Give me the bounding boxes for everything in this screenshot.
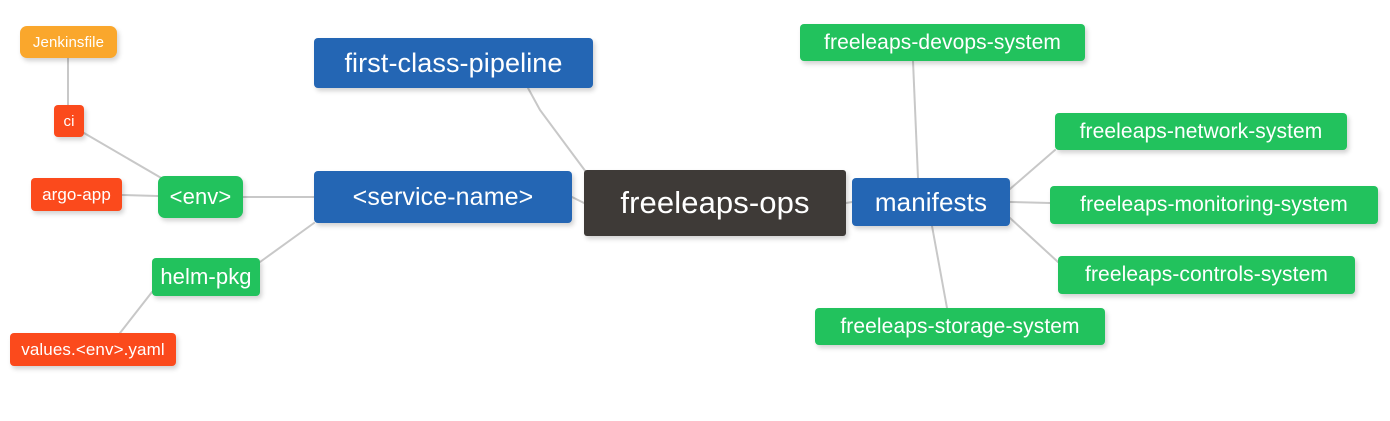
node-freeleaps-controls-system[interactable]: freeleaps-controls-system [1058, 256, 1355, 294]
node-ci[interactable]: ci [54, 105, 84, 137]
edge-helm-pkg-to-values-env-yaml [119, 291, 153, 334]
node-label: ci [63, 112, 75, 130]
node-env[interactable]: <env> [158, 176, 243, 218]
node-freeleaps-monitoring-system[interactable]: freeleaps-monitoring-system [1050, 186, 1378, 224]
edge-freeleaps-ops-to-service-name [571, 196, 585, 204]
edge-manifests-to-freeleaps-monitoring-system [1009, 201, 1051, 204]
edge-manifests-to-freeleaps-storage-system [931, 225, 948, 309]
node-label: <service-name> [352, 182, 534, 211]
edge-service-name-to-helm-pkg [259, 222, 315, 263]
node-label: manifests [874, 186, 988, 217]
edge-manifests-to-freeleaps-network-system [1009, 149, 1056, 190]
edge-env-to-ci [83, 132, 164, 180]
node-label: freeleaps-ops [620, 185, 810, 220]
node-argo-app[interactable]: argo-app [31, 178, 122, 211]
node-label: values.<env>.yaml [21, 339, 165, 359]
node-label: first-class-pipeline [344, 47, 563, 78]
node-label: freeleaps-storage-system [840, 314, 1080, 338]
node-freeleaps-network-system[interactable]: freeleaps-network-system [1055, 113, 1347, 150]
node-label: argo-app [42, 184, 111, 204]
node-freeleaps-storage-system[interactable]: freeleaps-storage-system [815, 308, 1105, 345]
edge-manifests-to-freeleaps-devops-system [912, 60, 919, 179]
node-manifests[interactable]: manifests [852, 178, 1010, 226]
node-values-env-yaml[interactable]: values.<env>.yaml [10, 333, 176, 366]
edge-env-to-argo-app [121, 194, 159, 197]
node-freeleaps-devops-system[interactable]: freeleaps-devops-system [800, 24, 1085, 61]
node-label: freeleaps-devops-system [824, 30, 1061, 54]
node-first-class-pipeline[interactable]: first-class-pipeline [314, 38, 593, 88]
node-label: helm-pkg [160, 264, 252, 289]
node-label: Jenkinsfile [32, 33, 105, 51]
node-helm-pkg[interactable]: helm-pkg [152, 258, 260, 296]
node-label: <env> [169, 184, 232, 209]
edge-manifests-to-freeleaps-controls-system [1009, 217, 1059, 263]
node-freeleaps-ops[interactable]: freeleaps-ops [584, 170, 846, 236]
node-jenkinsfile[interactable]: Jenkinsfile [20, 26, 117, 58]
node-service-name[interactable]: <service-name> [314, 171, 572, 223]
node-label: freeleaps-monitoring-system [1080, 193, 1348, 216]
node-label: freeleaps-controls-system [1085, 263, 1328, 286]
node-label: freeleaps-network-system [1079, 119, 1323, 143]
edge-freeleaps-ops-to-first-class-pipeline [527, 87, 590, 177]
